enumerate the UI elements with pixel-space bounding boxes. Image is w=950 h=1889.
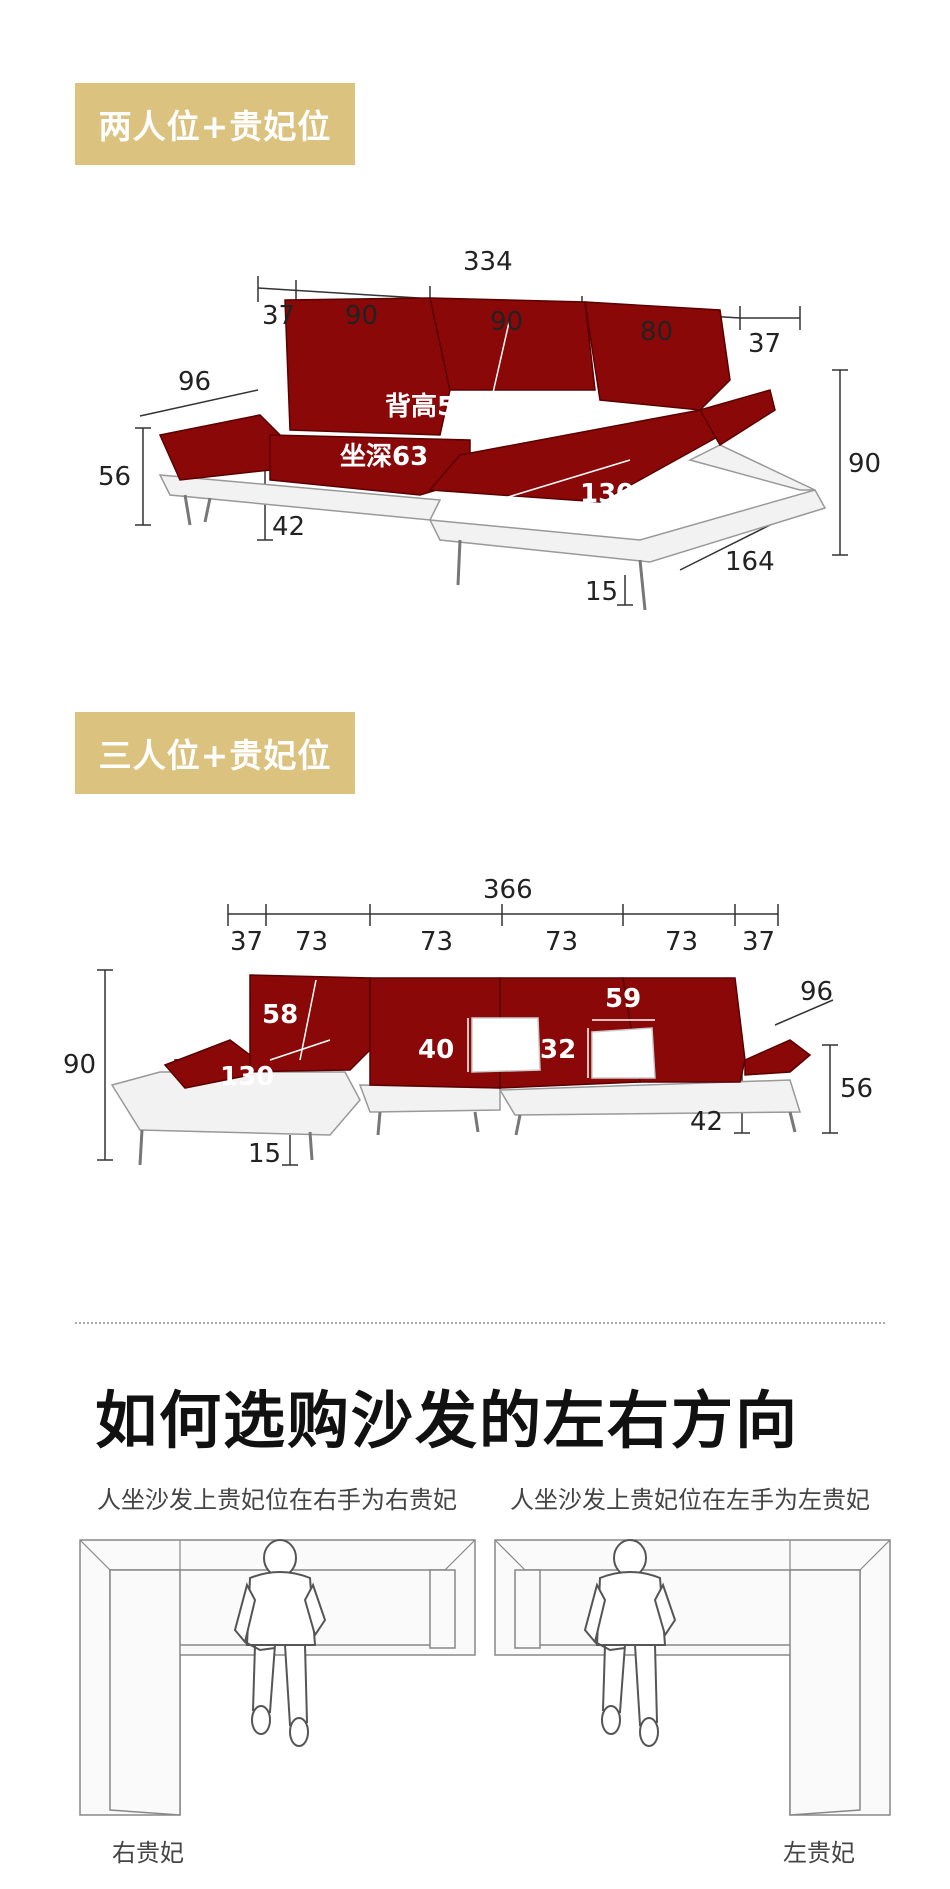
dim-seat-depth: 坐深63 bbox=[340, 442, 428, 472]
dim-overall-height: 90 bbox=[848, 449, 881, 479]
dim-chaise-seat: 130 bbox=[220, 1062, 274, 1092]
guide-caption-right-chaise: 人坐沙发上贵妃位在右手为右贵妃 bbox=[97, 1486, 457, 1514]
dim-arm-width-right: 37 bbox=[748, 329, 781, 359]
sofa-diagram-three-seat: 366 37 73 73 73 73 37 90 58 130 40 32 59… bbox=[63, 875, 873, 1169]
dim-arm-height: 56 bbox=[840, 1074, 873, 1104]
label-right-chaise: 右贵妃 bbox=[112, 1839, 184, 1867]
dim-back: 58 bbox=[262, 1000, 298, 1030]
dim-pillow-large: 40 bbox=[418, 1035, 454, 1065]
dim-seat-width-2: 73 bbox=[420, 927, 453, 957]
person-icon bbox=[233, 1539, 327, 1747]
plan-right-chaise bbox=[79, 1539, 476, 1816]
dim-seat-width-1: 90 bbox=[345, 301, 378, 331]
dim-seat-width-3: 73 bbox=[545, 927, 578, 957]
section-tag-three-seat-chaise: 三人位+贵妃位 bbox=[75, 712, 355, 794]
plan-left-chaise bbox=[494, 1539, 891, 1816]
dim-arm-width-left: 37 bbox=[262, 301, 295, 331]
dim-arm-height: 56 bbox=[98, 462, 131, 492]
dim-arm-depth: 96 bbox=[800, 977, 833, 1007]
dim-arm-width-left: 37 bbox=[230, 927, 263, 957]
dim-chaise-length: 164 bbox=[725, 547, 775, 577]
dim-seat-width-4: 73 bbox=[665, 927, 698, 957]
dim-leg-height: 15 bbox=[585, 577, 618, 607]
dim-arm-depth: 96 bbox=[178, 367, 211, 397]
dim-seat-height: 42 bbox=[690, 1107, 723, 1137]
guide-heading: 如何选购沙发的左右方向 bbox=[95, 1384, 800, 1457]
dim-back-height: 背高58 bbox=[385, 391, 473, 422]
dim-leg-height: 15 bbox=[248, 1139, 281, 1169]
guide-caption-left-chaise: 人坐沙发上贵妃位在左手为左贵妃 bbox=[510, 1486, 870, 1514]
section-divider bbox=[75, 1322, 885, 1324]
dim-chaise-seat: 130 bbox=[580, 479, 634, 509]
dim-seat-width-2: 90 bbox=[490, 307, 523, 337]
sofa-diagram-two-seat: 334 37 90 90 80 37 96 56 42 背高58 坐深63 13… bbox=[98, 247, 881, 611]
dim-total-width: 334 bbox=[463, 247, 513, 277]
dim-arm-width-right: 37 bbox=[742, 927, 775, 957]
dim-seat-width-3: 80 bbox=[640, 317, 673, 347]
dim-seat-height: 42 bbox=[272, 512, 305, 542]
label-left-chaise: 左贵妃 bbox=[783, 1839, 855, 1867]
person-icon bbox=[583, 1539, 677, 1747]
dim-total-width: 366 bbox=[483, 875, 533, 905]
dim-seat-width-1: 73 bbox=[295, 927, 328, 957]
section-tag-two-seat-chaise: 两人位+贵妃位 bbox=[75, 83, 355, 165]
dim-overall-height: 90 bbox=[63, 1050, 96, 1080]
dim-pillow-small: 32 bbox=[540, 1035, 576, 1065]
dim-pillow-width: 59 bbox=[605, 984, 641, 1014]
